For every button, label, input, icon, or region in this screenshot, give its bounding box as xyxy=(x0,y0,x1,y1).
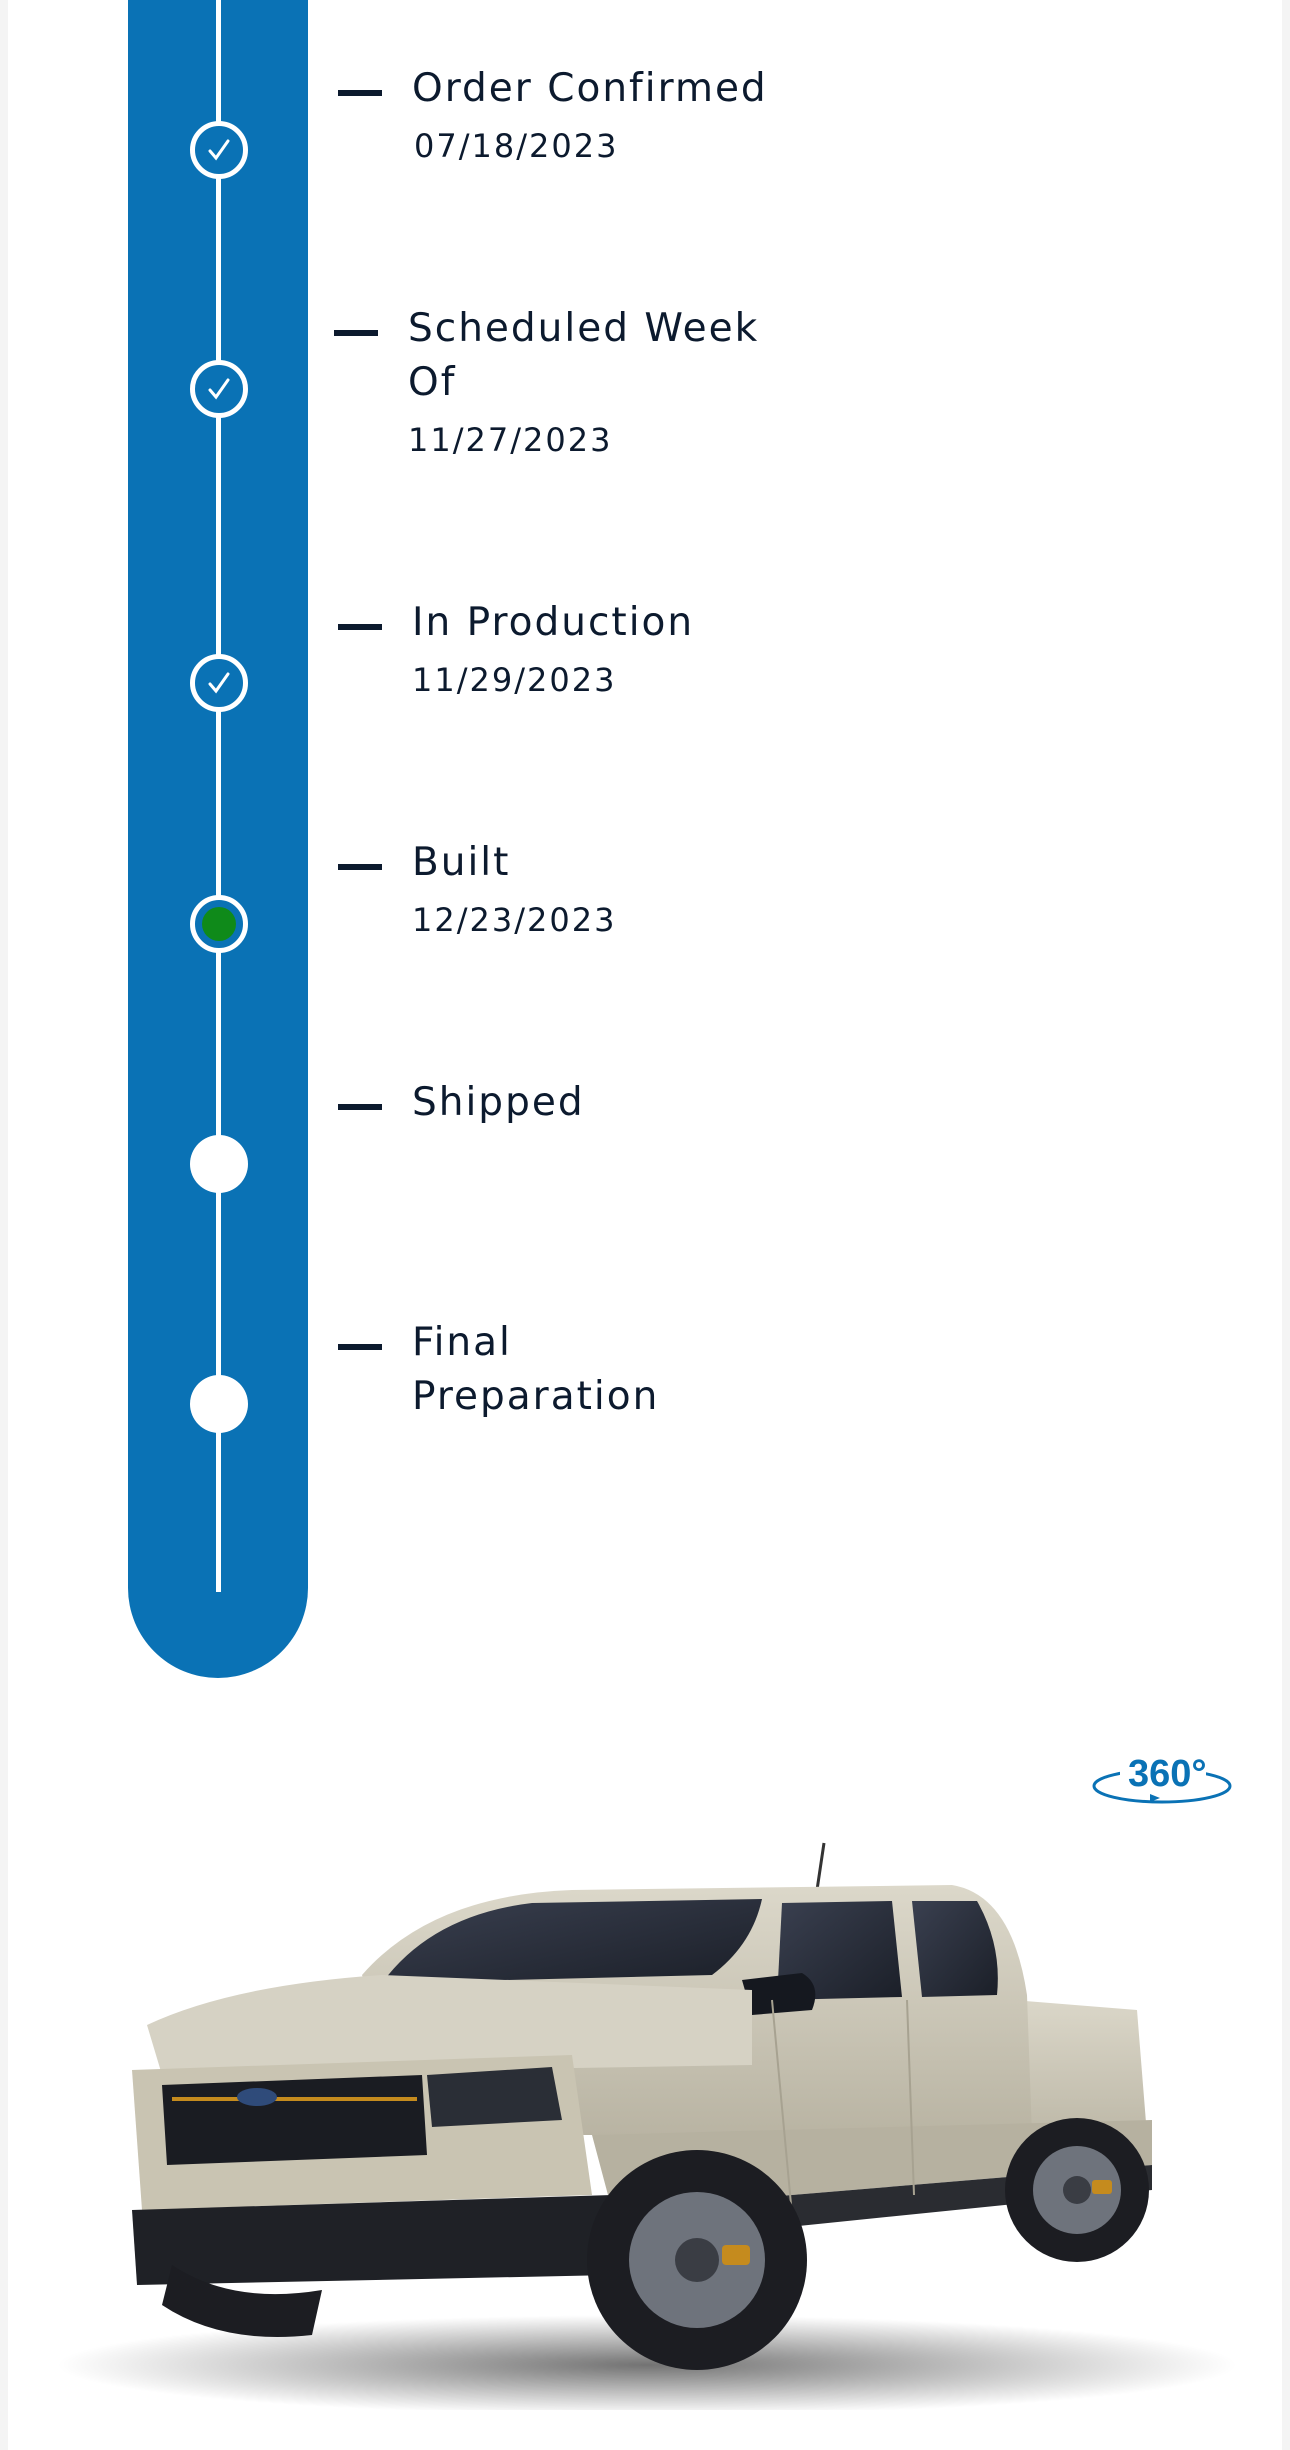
step-dash xyxy=(338,624,382,630)
progress-tracker-line xyxy=(216,0,221,1592)
step-complete-check-icon xyxy=(190,360,248,418)
step-pending-circle-icon xyxy=(190,1135,248,1193)
step-title-scheduled-week-of: Scheduled Week Of xyxy=(408,306,760,405)
step-title-order-confirmed: Order Confirmed xyxy=(412,66,768,111)
step-current-indicator-icon xyxy=(190,895,248,953)
step-dash xyxy=(338,1344,382,1350)
current-dot xyxy=(202,907,236,941)
step-title-built: Built xyxy=(412,840,511,885)
step-complete-check-icon xyxy=(190,654,248,712)
step-date-in-production: 11/29/2023 xyxy=(412,661,617,699)
step-title-final-preparation: Final Preparation xyxy=(412,1320,660,1419)
step-complete-check-icon xyxy=(190,121,248,179)
step-pending-circle-icon xyxy=(190,1375,248,1433)
360-rotate-icon[interactable]: 360° xyxy=(1090,1748,1240,1818)
step-dash xyxy=(334,330,378,336)
step-dash xyxy=(338,90,382,96)
step-title-in-production: In Production xyxy=(412,600,695,645)
360-label: 360° xyxy=(1128,1753,1207,1795)
step-date-order-confirmed: 07/18/2023 xyxy=(414,127,619,165)
pickup-truck-image xyxy=(52,1835,1242,2415)
step-title-shipped: Shipped xyxy=(412,1080,585,1125)
step-date-scheduled-week-of: 11/27/2023 xyxy=(408,421,613,459)
step-dash xyxy=(338,864,382,870)
step-dash xyxy=(338,1104,382,1110)
step-date-built: 12/23/2023 xyxy=(412,901,617,939)
